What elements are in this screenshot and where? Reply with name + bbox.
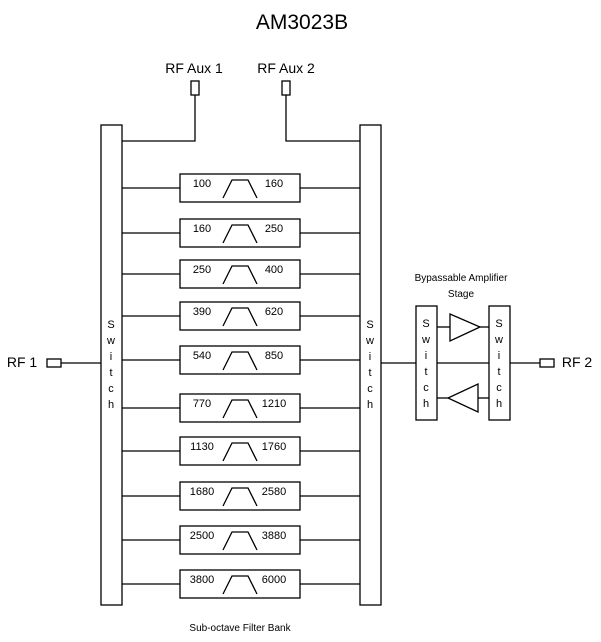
filter-row: 770 1210 xyxy=(122,393,360,423)
forward-amplifier-icon xyxy=(449,313,482,343)
bandpass-filter-box xyxy=(179,525,301,555)
left-switch-letter: h xyxy=(108,399,114,411)
filter-row: 1680 2580 xyxy=(122,481,360,511)
filter-high-freq: 1210 xyxy=(262,398,286,410)
right-switch-label: S w i t c h xyxy=(365,319,374,411)
amp-stage-label-line1: Bypassable Amplifier xyxy=(415,273,508,284)
amp-output-switch-letter: w xyxy=(494,334,503,346)
left-switch xyxy=(100,124,123,606)
bandpass-icon xyxy=(222,442,258,462)
filter-low-freq: 3800 xyxy=(190,574,214,586)
bandpass-filter-box xyxy=(179,218,301,248)
filter-high-freq: 250 xyxy=(265,223,283,235)
rf-2-label: RF 2 xyxy=(562,354,593,370)
rf-aux-1-label: RF Aux 1 xyxy=(165,60,223,76)
bandpass-icon xyxy=(222,265,258,285)
bandpass-icon xyxy=(222,399,258,419)
filter-low-freq: 1130 xyxy=(190,441,214,453)
filter-row: 100 160 xyxy=(122,173,360,203)
filter-high-freq: 160 xyxy=(265,178,283,190)
bandpass-filter-box xyxy=(179,259,301,289)
filter-row: 160 250 xyxy=(122,218,360,248)
right-switch-letter: S xyxy=(366,319,373,331)
filter-row: 390 620 xyxy=(122,301,360,331)
rf-aux-2-connector xyxy=(281,80,291,96)
amp-output-switch-letter: i xyxy=(498,350,500,362)
right-switch-letter: h xyxy=(367,399,373,411)
filter-low-freq: 1680 xyxy=(190,486,214,498)
left-switch-letter: c xyxy=(108,383,114,395)
filter-low-freq: 390 xyxy=(193,306,211,318)
filter-high-freq: 850 xyxy=(265,350,283,362)
amp-output-switch-label: S w i t c h xyxy=(494,318,503,410)
bandpass-filter-box xyxy=(179,301,301,331)
left-switch-letter: i xyxy=(110,351,112,363)
filter-row: 2500 3880 xyxy=(122,525,360,555)
amp-input-switch-letter: t xyxy=(424,366,427,378)
rf-aux-1-connector xyxy=(190,80,200,96)
bandpass-filter-box xyxy=(179,345,301,375)
filter-low-freq: 540 xyxy=(193,350,211,362)
filter-low-freq: 250 xyxy=(193,264,211,276)
rf-aux-2-wire xyxy=(285,95,360,142)
diagram-title: AM3023B xyxy=(256,11,348,34)
left-switch-letter: w xyxy=(106,335,115,347)
bandpass-filter-box xyxy=(179,173,301,203)
bandpass-icon xyxy=(222,575,258,595)
bandpass-icon xyxy=(222,307,258,327)
amp-input-switch-letter: h xyxy=(423,398,429,410)
filter-low-freq: 100 xyxy=(193,178,211,190)
left-switch-label: S w i t c h xyxy=(106,319,115,411)
right-switch-letter: c xyxy=(367,383,373,395)
bandpass-filter-box xyxy=(179,393,301,423)
filter-low-freq: 160 xyxy=(193,223,211,235)
reverse-amplifier-icon xyxy=(446,382,479,414)
rf-aux-1-wire xyxy=(122,95,196,142)
right-switch-letter: i xyxy=(369,351,371,363)
amp-output-switch-letter: c xyxy=(496,382,502,394)
amp-input-switch-letter: i xyxy=(425,350,427,362)
rf-aux-2-label: RF Aux 2 xyxy=(257,60,315,76)
bandpass-icon xyxy=(222,351,258,371)
filter-row: 540 850 xyxy=(122,345,360,375)
filter-high-freq: 3880 xyxy=(262,530,286,542)
filter-high-freq: 620 xyxy=(265,306,283,318)
rf-1-connector xyxy=(46,358,62,368)
filter-bank: 100 160 160 250 250 400 390 620 540 850 770 1210 113… xyxy=(122,173,360,599)
filter-row: 3800 6000 xyxy=(122,569,360,599)
bandpass-icon xyxy=(222,224,258,244)
amp-input-switch-letter: S xyxy=(422,318,429,330)
amp-input-switch-letter: c xyxy=(423,382,429,394)
rf-1-label: RF 1 xyxy=(7,354,38,370)
left-switch-letter: t xyxy=(109,367,112,379)
bandpass-icon xyxy=(222,531,258,551)
amp-stage-label-line2: Stage xyxy=(448,289,475,300)
filter-high-freq: 2580 xyxy=(262,486,286,498)
right-switch-letter: w xyxy=(365,335,374,347)
bandpass-icon xyxy=(222,487,258,507)
left-switch-letter: S xyxy=(107,319,114,331)
bandpass-icon xyxy=(222,179,258,199)
filter-row: 1130 1760 xyxy=(122,436,360,466)
rf-2-connector xyxy=(539,358,555,368)
amp-output-switch-letter: h xyxy=(496,398,502,410)
filter-row: 250 400 xyxy=(122,259,360,289)
amp-input-switch-letter: w xyxy=(421,334,430,346)
amp-input-switch-label: S w i t c h xyxy=(421,318,430,410)
filter-low-freq: 770 xyxy=(193,398,211,410)
amp-output-switch-letter: t xyxy=(497,366,500,378)
right-switch xyxy=(359,124,382,606)
amp-output-switch-letter: S xyxy=(495,318,502,330)
filter-low-freq: 2500 xyxy=(190,530,214,542)
bandpass-filter-box xyxy=(179,436,301,466)
filter-high-freq: 1760 xyxy=(262,441,286,453)
filter-bank-label: Sub-octave Filter Bank xyxy=(189,623,291,634)
bandpass-filter-box xyxy=(179,569,301,599)
filter-high-freq: 6000 xyxy=(262,574,286,586)
bandpass-filter-box xyxy=(179,481,301,511)
right-switch-letter: t xyxy=(368,367,371,379)
filter-high-freq: 400 xyxy=(265,264,283,276)
